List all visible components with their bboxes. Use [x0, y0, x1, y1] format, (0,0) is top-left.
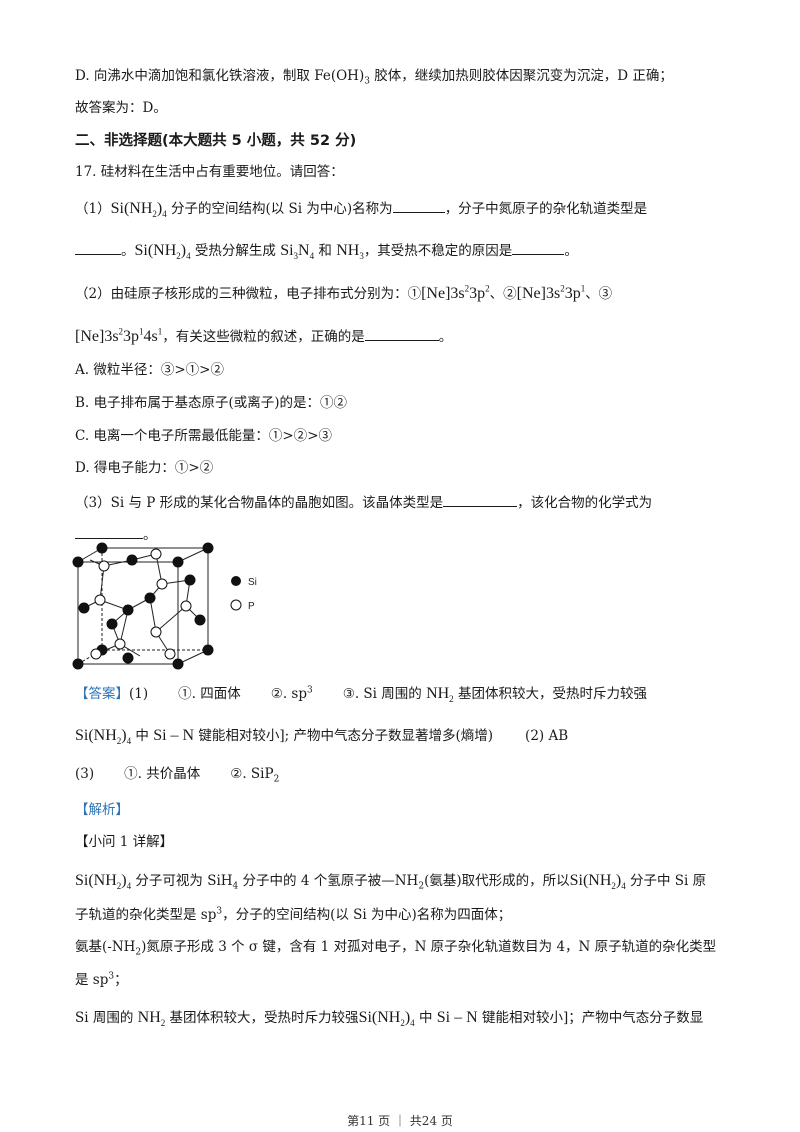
question-17-title: 17. 硅材料在生活中占有重要地位。请回答： — [75, 164, 344, 180]
question-3-line: 。 — [75, 526, 157, 543]
crystal-cell-figure: Si P — [72, 542, 257, 670]
answer-blank[interactable] — [512, 242, 565, 255]
answer-blank[interactable] — [443, 494, 518, 507]
option-d: D. 得电子能力：①>② — [75, 460, 214, 476]
answer-blank[interactable] — [364, 328, 439, 341]
subquestion-heading: 【小问 1 详解】 — [75, 834, 174, 850]
analysis-line: Si 周围的 NH2 基团体积较大，受热时斥力较强Si(NH2)4 中 Si –… — [75, 1009, 704, 1029]
legend-si-marker — [231, 576, 241, 586]
legend-si-label: Si — [248, 577, 257, 588]
answer-blank[interactable] — [392, 200, 445, 213]
legend-p-marker — [230, 599, 242, 611]
option-a: A. 微粒半径：③>①>② — [75, 362, 224, 378]
section-heading: 二、非选择题(本大题共 5 小题，共 52 分) — [75, 133, 357, 149]
answer-blank[interactable] — [75, 526, 143, 539]
page-footer: 第11 页 ｜ 共24 页 — [347, 1114, 453, 1128]
option-c: C. 电离一个电子所需最低能量：①>②>③ — [75, 428, 333, 444]
question-1-line: （1）Si(NH2)4 分子的空间结构(以 Si 为中心)名称为，分子中氮原子的… — [75, 200, 648, 220]
analysis-line: 氨基(-NH2)氮原子形成 3 个 σ 键，含有 1 对孤对电子，N 原子杂化轨… — [75, 939, 717, 958]
analysis-tag: 【解析】 — [75, 802, 129, 818]
analysis-line: 子轨道的杂化类型是 sp3，分子的空间结构(以 Si 为中心)名称为四面体； — [75, 906, 512, 923]
text-line: 故答案为：D。 — [75, 100, 167, 116]
question-3-line: （3）Si 与 P 形成的某化合物晶体的晶胞如图。该晶体类型是，该化合物的化学式… — [75, 494, 653, 511]
analysis-line: Si(NH2)4 分子可视为 SiH4 分子中的 4 个氢原子被—NH2(氨基)… — [75, 872, 707, 892]
analysis-line: 是 sp3； — [75, 971, 128, 988]
legend-p-label: P — [248, 601, 255, 612]
text-line: D. 向沸水中滴加饱和氯化铁溶液，制取 Fe(OH)3 胶体，继续加热则胶体因聚… — [75, 68, 673, 87]
answer-blank[interactable] — [75, 242, 121, 255]
question-1-line: 。Si(NH2)4 受热分解生成 Si3N4 和 NH3，其受热不稳定的原因是。 — [75, 242, 578, 261]
option-b: B. 电子排布属于基态原子(或离子)的是：①② — [75, 395, 348, 411]
answer-tag: 【答案】 — [75, 686, 129, 702]
question-2-line: [Ne]3s23p14s1，有关这些微粒的叙述，正确的是。 — [75, 326, 453, 345]
question-2-line: （2）由硅原子核形成的三种微粒，电子排布式分别为：①[Ne]3s23p2、②[N… — [75, 283, 613, 302]
answer-line: Si(NH2)4 中 Si – N 键能相对较小]; 产物中气态分子数显著增多(… — [75, 727, 569, 747]
